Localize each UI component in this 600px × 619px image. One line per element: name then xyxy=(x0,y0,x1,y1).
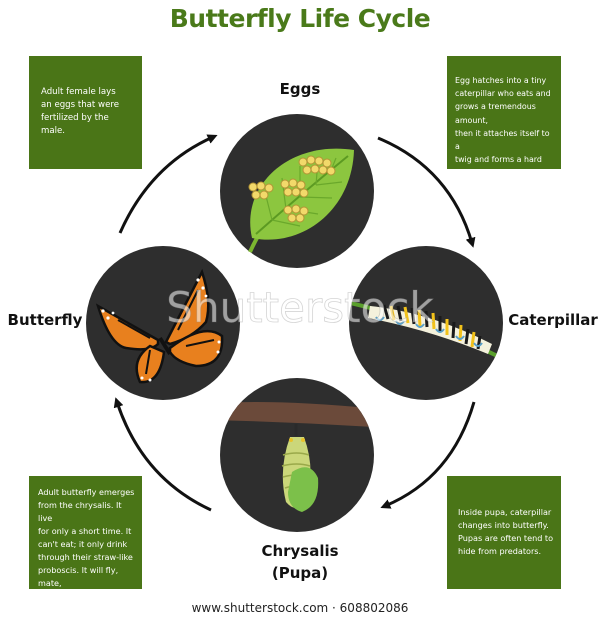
caterpillar-description: Egg hatches into a tiny caterpillar who … xyxy=(455,76,551,191)
stage-label-chrysalis: Chrysalis (Pupa) xyxy=(240,540,360,584)
footer-credit: www.shutterstock.com · 608802086 xyxy=(191,601,409,615)
stage-label-butterfly: Butterfly xyxy=(7,311,83,329)
page-title: Butterfly Life Cycle xyxy=(169,4,431,33)
caterpillar-description-box: Egg hatches into a tiny caterpillar who … xyxy=(447,56,561,191)
stage-label-chrysalis-line2: (Pupa) xyxy=(271,564,329,582)
chrysalis-description: Inside pupa, caterpillar changes into bu… xyxy=(458,507,554,556)
stage-label-chrysalis-line1: Chrysalis xyxy=(261,542,339,560)
arrow-icon xyxy=(113,397,212,512)
eggs-description: Adult female lays an eggs that were fert… xyxy=(41,87,119,136)
arrow-icon xyxy=(380,401,476,509)
chrysalis-icon xyxy=(220,402,374,512)
caterpillar-icon xyxy=(349,300,503,364)
stage-label-eggs: Eggs xyxy=(279,80,321,98)
eggs-description-box: Adult female lays an eggs that were fert… xyxy=(29,56,142,169)
arrow-icon xyxy=(118,134,218,234)
butterfly-icon xyxy=(95,268,224,384)
stage-label-caterpillar: Caterpillar xyxy=(508,311,598,329)
arrow-icon xyxy=(377,136,476,248)
butterfly-description: Adult butterfly emerges from the chrysal… xyxy=(38,487,135,601)
watermark-text: Shutterstock xyxy=(166,283,434,332)
chrysalis-description-box: Inside pupa, caterpillar changes into bu… xyxy=(447,476,561,589)
egg-cluster-icon xyxy=(248,155,336,223)
butterfly-description-box: Adult butterfly emerges from the chrysal… xyxy=(29,476,142,601)
